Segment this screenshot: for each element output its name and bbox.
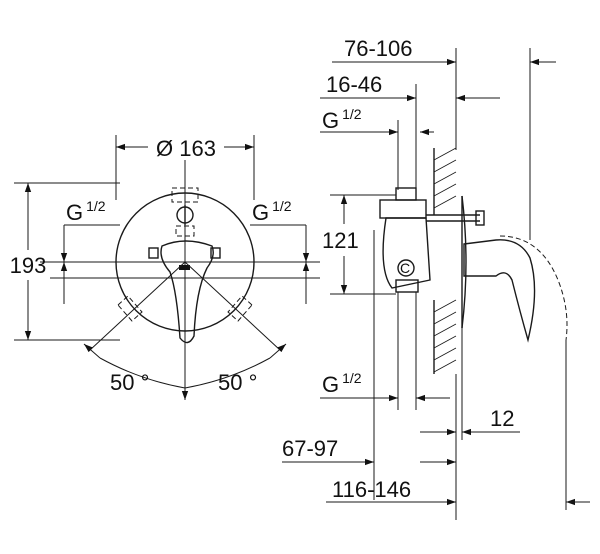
dim-12-label: 12 [490, 406, 514, 431]
angle-right-label: 50 ° [218, 370, 257, 395]
lever-handle [160, 240, 214, 344]
wall-hatching-lower [433, 299, 457, 373]
body-port-circle [397, 259, 415, 277]
angle-left-arrow [83, 343, 101, 359]
dim-67-97-label: 67-97 [282, 436, 338, 461]
diverter-housing-dashed [171, 187, 199, 203]
left-valve-position-dashed [117, 295, 143, 322]
angle-right-ray [184, 261, 281, 351]
dim-second-label: 16-46 [326, 72, 382, 97]
left-tab [148, 247, 159, 259]
angle-left-ray [89, 261, 186, 351]
dim-top-label: 76-106 [344, 36, 413, 61]
diameter-label: Ø 163 [156, 136, 216, 161]
angle-right-arrow [269, 343, 287, 359]
right-tab [210, 247, 221, 259]
angle-left-label: 50 ° [110, 370, 149, 395]
height-label: 193 [10, 253, 47, 278]
cover-plate-side [461, 195, 467, 329]
body-top-block [379, 199, 427, 219]
body-bottom-cap [395, 279, 419, 293]
body-top-cap [395, 187, 417, 201]
body-port-mark: C [400, 260, 410, 276]
wall-hatching-upper [433, 147, 457, 209]
lever-side [463, 239, 536, 343]
spindle-tip [475, 210, 485, 226]
dim-116-146-label: 116-146 [332, 477, 411, 502]
brand-mark [179, 265, 190, 270]
dim-121-label: 121 [322, 228, 359, 253]
right-valve-position-dashed [227, 295, 253, 322]
lever-swing-dashed [499, 235, 568, 341]
body-main [382, 217, 431, 289]
diverter-base-dashed [175, 225, 195, 237]
